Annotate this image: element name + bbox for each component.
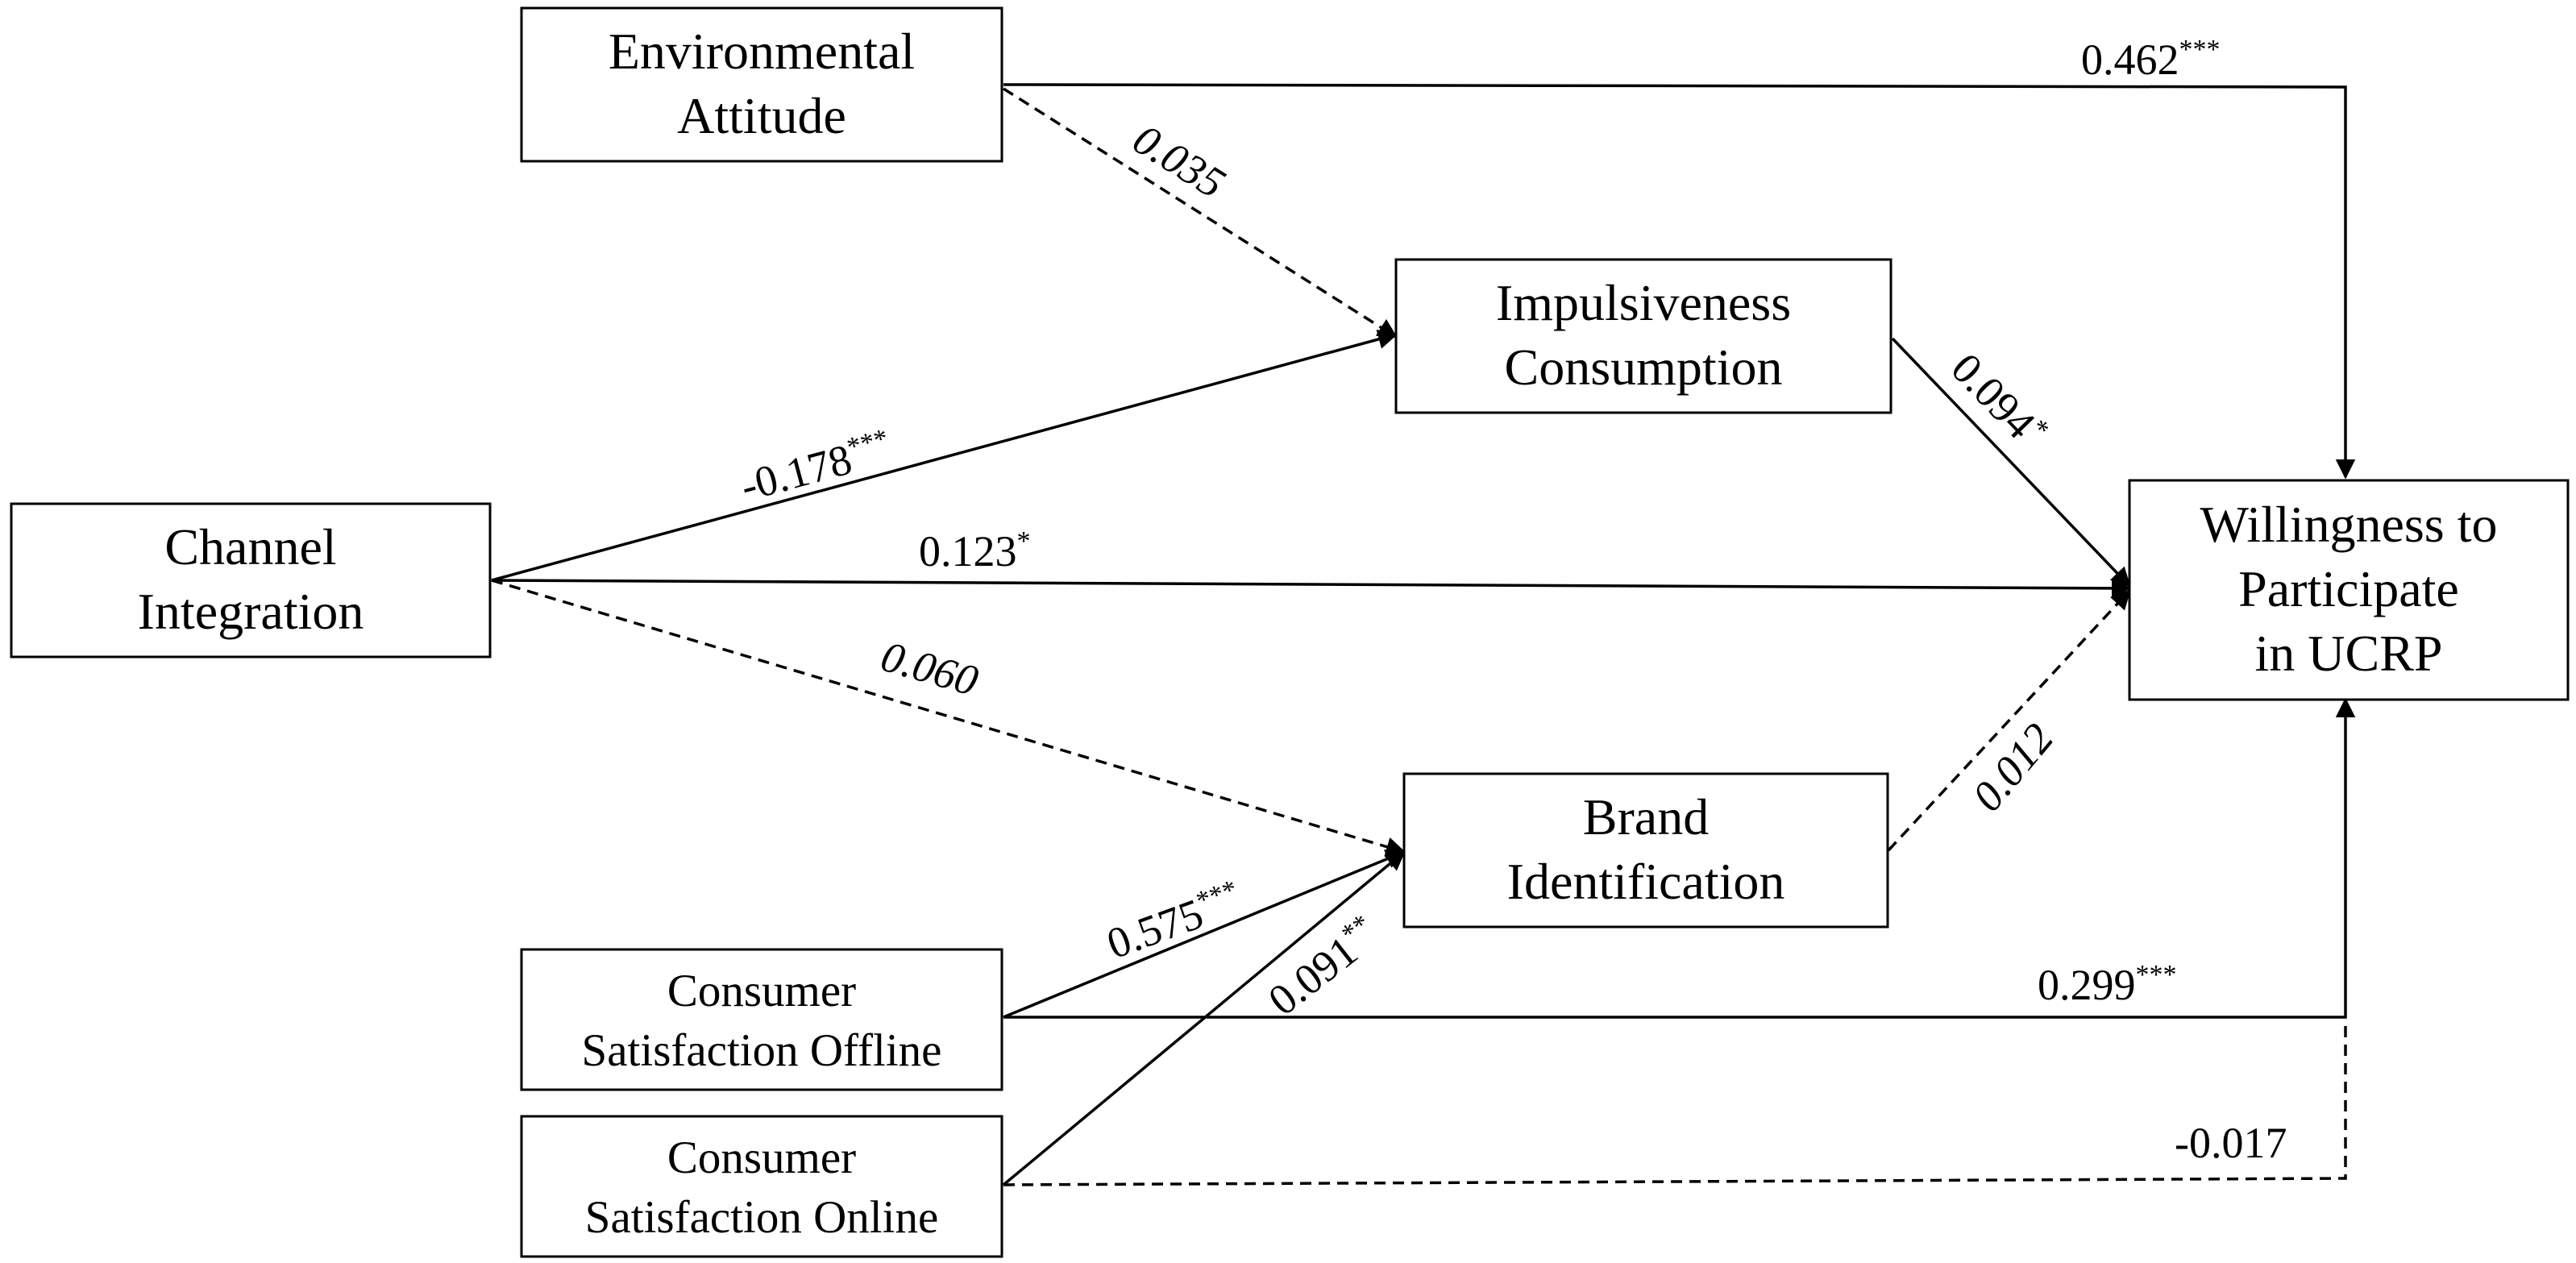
node-label-line: Brand (1583, 788, 1709, 845)
node-environmental-attitude: Environmental Attitude (520, 6, 1003, 163)
node-label-line: Satisfaction Offline (582, 1025, 942, 1076)
node-label-line: Consumption (1505, 339, 1783, 396)
node-label-line: Integration (138, 583, 364, 640)
path-online-to-willingness (1003, 1020, 2347, 1186)
node-label-line: Environmental (609, 23, 915, 80)
coef-ci-to-willingness: 0.123* (919, 526, 1031, 575)
node-label-line: Attitude (677, 87, 846, 144)
path-ea-to-impulsiveness (1003, 87, 1398, 339)
node-satisfaction-online: Consumer Satisfaction Online (520, 1115, 1003, 1258)
node-channel-integration: Channel Integration (10, 502, 492, 659)
node-impulsiveness-consumption: Impulsiveness Consumption (1394, 258, 1893, 414)
path-offline-to-willingness (1003, 697, 2356, 1019)
path-brand-to-willingness (1887, 589, 2131, 852)
coef-ci-to-brand: 0.060 (876, 632, 983, 705)
coef-ci-to-impulsiveness: -0.178*** (735, 423, 896, 510)
node-willingness: Willingness to Participate in UCRP (2128, 479, 2570, 701)
coef-offline-to-brand: 0.575*** (1100, 875, 1248, 968)
coef-online-to-brand: 0.091** (1259, 909, 1388, 1025)
coef-offline-to-willingness: 0.299*** (2038, 960, 2177, 1009)
path-ci-to-willingness (491, 578, 2132, 599)
coef-ea-to-impulsiveness: 0.035 (1125, 114, 1234, 207)
path-impulsiveness-to-willingness (1891, 337, 2131, 588)
node-label-line: Consumer (667, 1132, 856, 1183)
node-label-line: in UCRP (2255, 625, 2443, 682)
coef-brand-to-willingness: 0.012 (1963, 714, 2063, 821)
coef-ea-to-willingness: 0.462*** (2081, 35, 2221, 84)
path-ci-to-impulsiveness (491, 329, 1398, 582)
node-label-line: Participate (2238, 560, 2459, 617)
path-ea-to-willingness (1003, 83, 2356, 480)
node-label-line: Channel (164, 518, 336, 575)
coef-online-to-willingness: -0.017 (2175, 1119, 2287, 1167)
node-label-line: Identification (1507, 853, 1785, 910)
node-satisfaction-offline: Consumer Satisfaction Offline (520, 948, 1003, 1091)
node-label-line: Consumer (667, 966, 856, 1016)
node-brand-identification: Brand Identification (1402, 772, 1889, 929)
node-label-line: Impulsiveness (1496, 274, 1791, 331)
node-label-line: Willingness to (2200, 496, 2498, 553)
coef-impulsiveness-to-willingness: 0.094* (1942, 343, 2055, 458)
path-ci-to-brand (491, 579, 1406, 857)
paths (491, 83, 2356, 1186)
path-offline-to-brand (1003, 850, 1406, 1019)
node-label-line: Satisfaction Online (585, 1192, 939, 1243)
